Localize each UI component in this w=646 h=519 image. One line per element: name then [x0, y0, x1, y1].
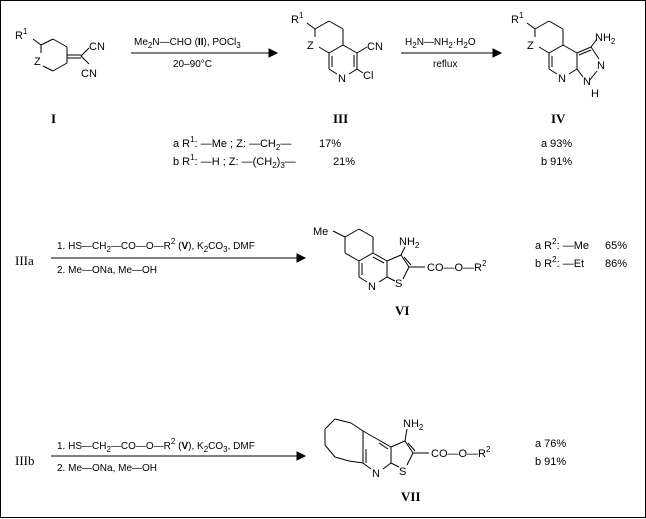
yields-IV: a 93% b 91%: [541, 138, 572, 168]
yield-III-a-value: 17%: [319, 138, 341, 150]
arrow1-above: Me2N—CHO (II), POCl3: [134, 37, 241, 50]
IV-r-label: R1: [511, 11, 524, 26]
yield-VI-a-value: 65%: [605, 240, 627, 252]
VII-nh2: NH2: [403, 418, 424, 432]
yield-VII-b: b 91%: [535, 456, 566, 468]
I-cn-top: CN: [89, 41, 105, 53]
yield-III-a: a R1: —Me ; Z: —CH2—: [173, 135, 291, 152]
arrow2-above: H2N—NH2·H2O: [405, 37, 476, 50]
label-IIIa: IIIa: [15, 253, 34, 268]
yield-IV-b: b 91%: [541, 156, 572, 168]
IV-h: H: [591, 88, 599, 100]
arrow1-below: 20–90°C: [173, 59, 212, 70]
I-number: I: [51, 111, 56, 126]
IV-nh: N: [583, 76, 591, 88]
yield-III-b: b R1: —H ; Z: —(CH2)3—: [173, 153, 296, 170]
arrow2-below: reflux: [433, 59, 457, 70]
VII-s: S: [399, 466, 406, 478]
compound-III: R1 Z CN N Cl III: [291, 11, 383, 126]
yields-VI: a R2: —Me 65% b R2: —Et 86%: [535, 237, 627, 270]
yield-VI-a: a R2: —Me: [535, 237, 589, 252]
VI-nh2: NH2: [399, 236, 420, 250]
VII-n: N: [372, 468, 380, 480]
IV-n-ring: N: [558, 73, 566, 85]
VI-n: N: [368, 281, 376, 293]
VII-ester: CO—O—R2: [431, 445, 491, 460]
IV-n-pyr: N: [597, 60, 605, 72]
III-r-label: R1: [291, 11, 304, 26]
VI-ester: CO—O—R2: [427, 259, 487, 274]
III-cl: Cl: [363, 70, 373, 82]
I-z-label: Z: [34, 56, 41, 68]
VI-s: S: [395, 278, 402, 290]
yield-VI-b: b R2: —Et: [535, 255, 584, 270]
yields-VII: a 76% b 91%: [535, 438, 566, 468]
yield-IV-a: a 93%: [541, 138, 572, 150]
arrow-IIIb-to-VII: 1. HS—CH2—CO—O—R2 (V), K2CO3, DMF 2. Me—…: [51, 437, 307, 474]
yield-VII-a: a 76%: [535, 438, 566, 450]
IV-z-label: Z: [527, 40, 534, 52]
I-r-label: R1: [15, 27, 28, 42]
yields-III: a R1: —Me ; Z: —CH2— 17% b R1: —H ; Z: —…: [173, 135, 355, 170]
compound-IV: R1 Z NH2 N N N H IV: [511, 11, 616, 126]
arrow4-line1: 1. HS—CH2—CO—O—R2 (V), K2CO3, DMF: [57, 437, 255, 454]
arrow4-line2: 2. Me—ONa, Me—OH: [57, 463, 157, 474]
III-cn: CN: [367, 41, 383, 53]
VII-number: VII: [401, 489, 421, 504]
IV-nh2: NH2: [595, 32, 616, 46]
yield-VI-b-value: 86%: [605, 258, 627, 270]
arrow3-line1: 1. HS—CH2—CO—O—R2 (V), K2CO3, DMF: [57, 237, 255, 254]
III-n: N: [338, 73, 346, 85]
yield-III-b-value: 21%: [333, 156, 355, 168]
compound-I: R1 Z CN CN I: [15, 27, 105, 126]
arrow-III-to-IV: H2N—NH2·H2O reflux: [401, 37, 503, 70]
I-cn-bottom: CN: [81, 68, 97, 80]
III-number: III: [333, 111, 348, 126]
IV-number: IV: [551, 111, 566, 126]
VI-me: Me: [313, 226, 328, 238]
compound-VII: NH2 N S CO—O—R2 VII: [324, 418, 491, 504]
III-z-label: Z: [307, 40, 314, 52]
label-IIIb: IIIb: [15, 453, 35, 468]
compound-VI: Me NH2 N S CO—O—R2 VI: [313, 226, 487, 318]
arrow-IIIa-to-VI: 1. HS—CH2—CO—O—R2 (V), K2CO3, DMF 2. Me—…: [51, 237, 307, 276]
arrow-I-to-III: Me2N—CHO (II), POCl3 20–90°C: [131, 37, 279, 70]
arrow3-line2: 2. Me—ONa, Me—OH: [57, 265, 157, 276]
VI-number: VI: [395, 303, 409, 318]
